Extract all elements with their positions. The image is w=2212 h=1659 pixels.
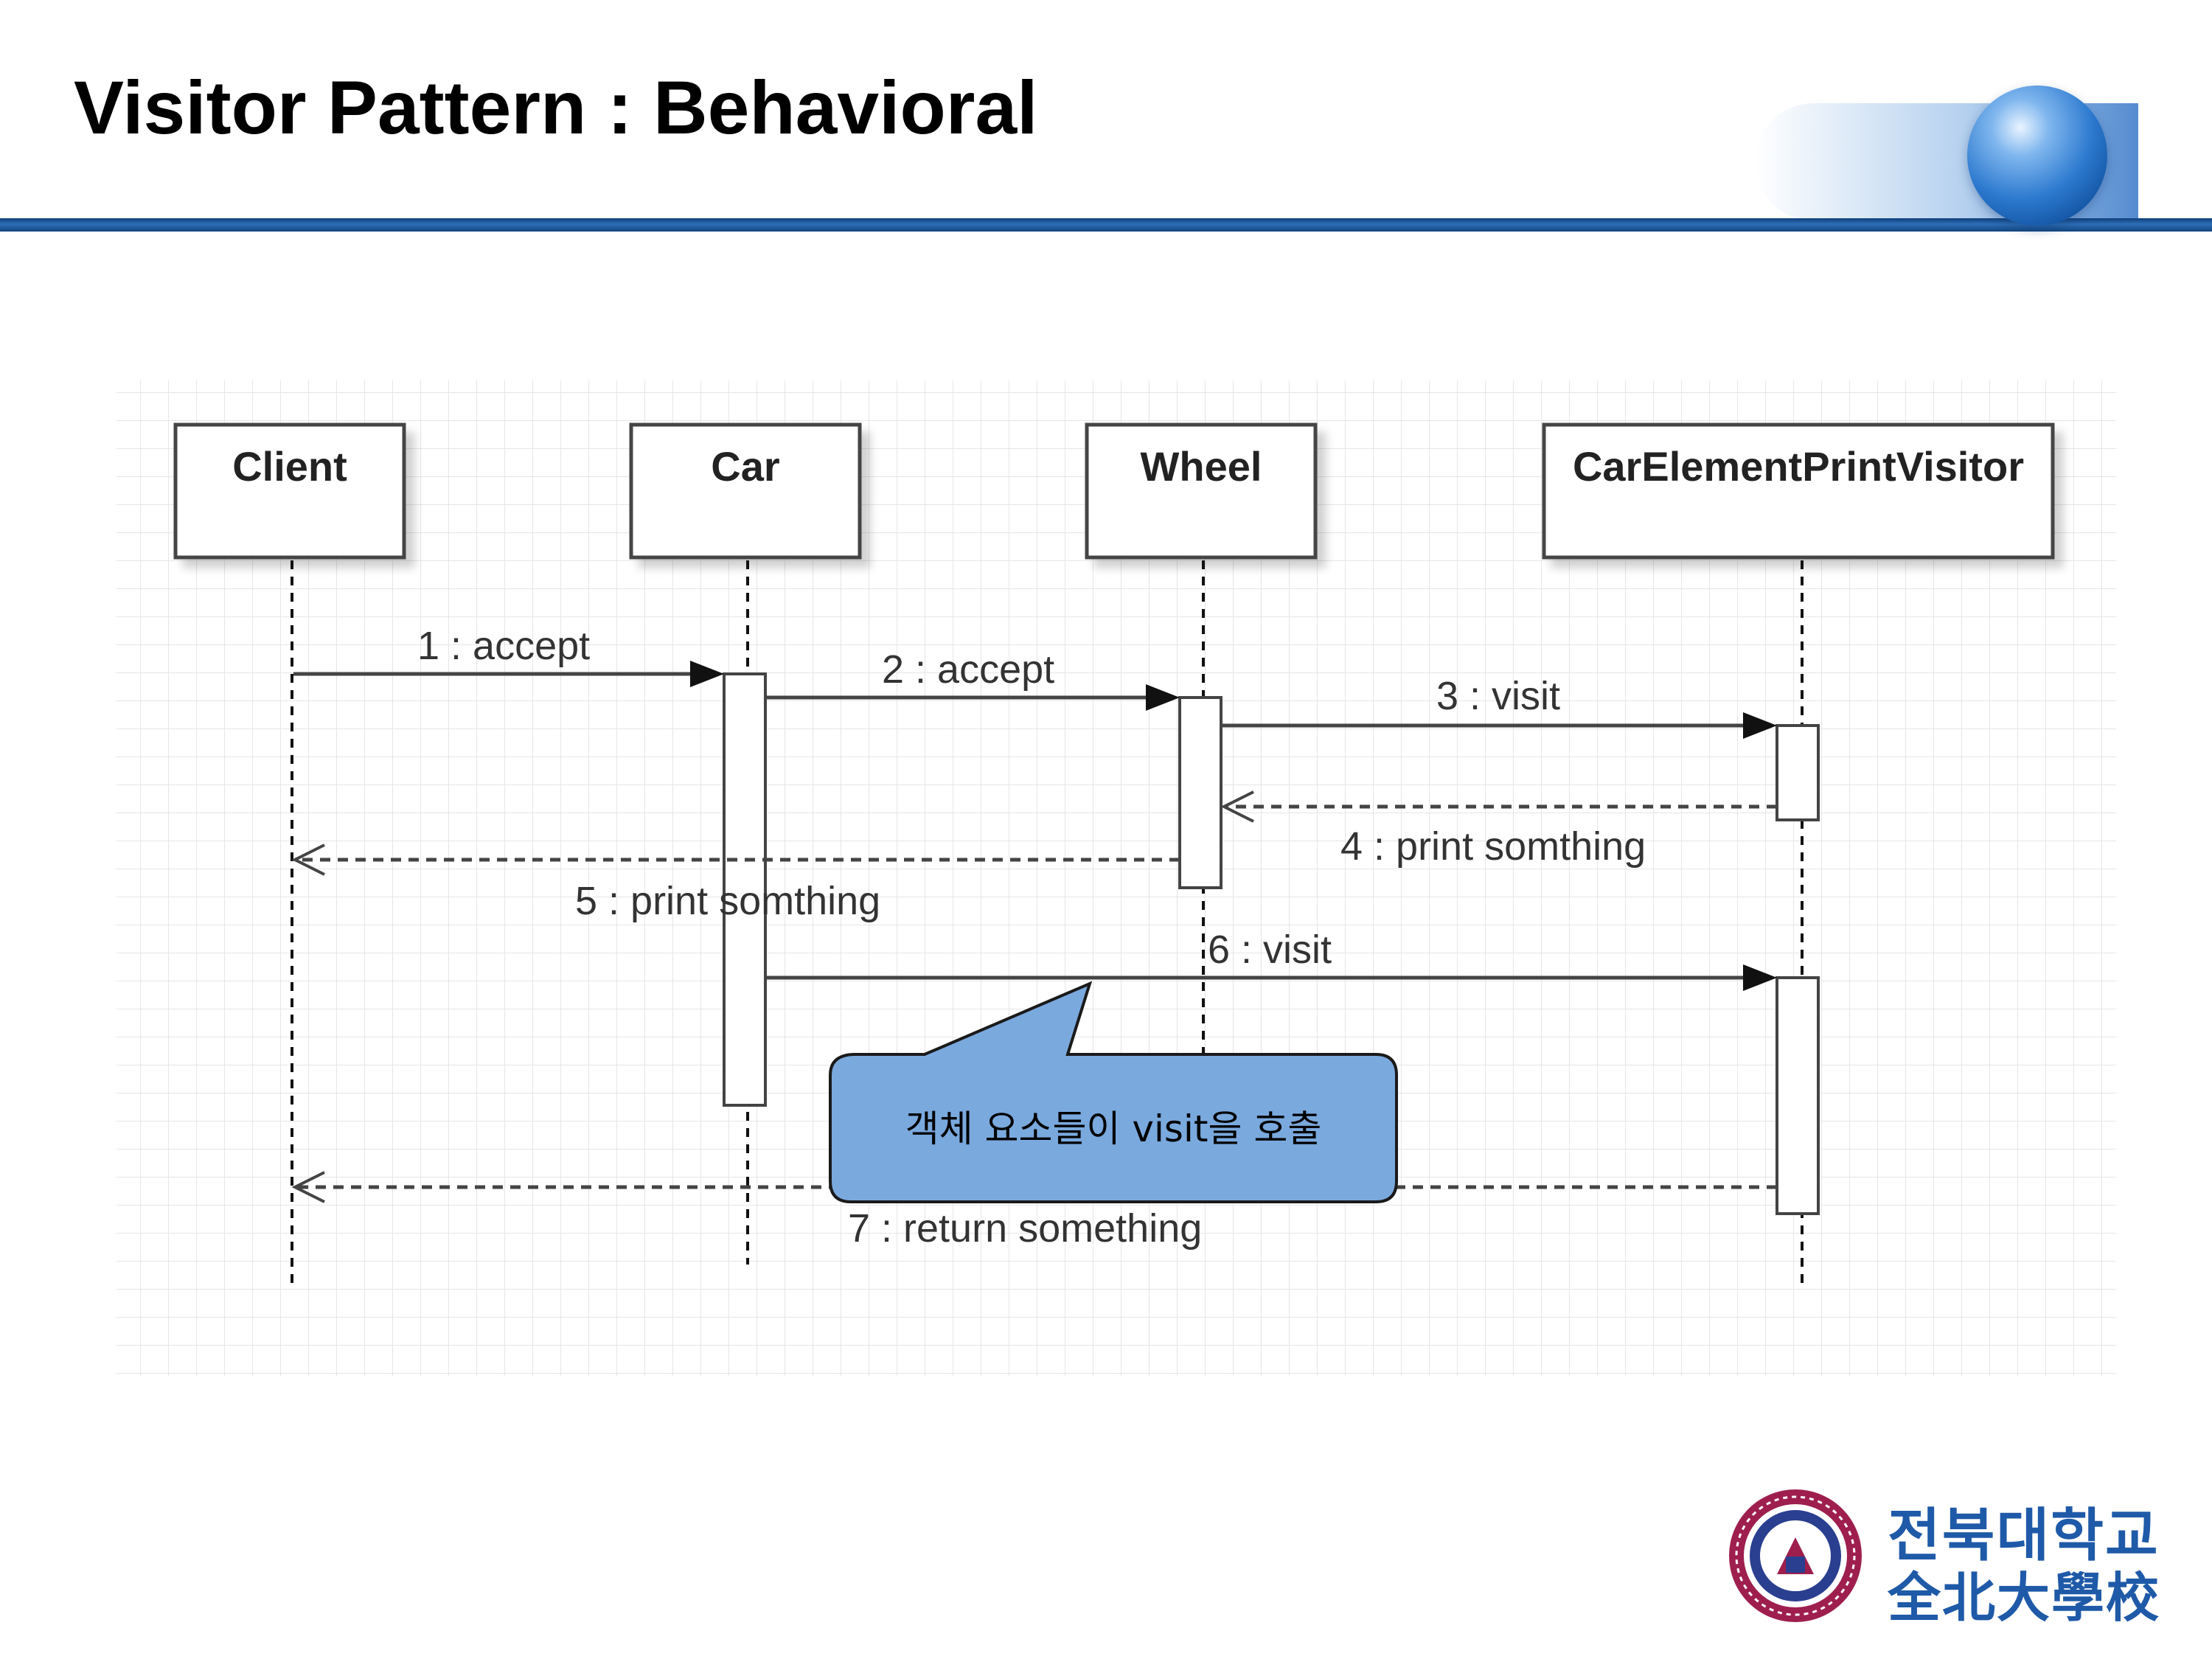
message-label: 5 : print somthing	[575, 879, 880, 923]
message-6: 6 : visit	[765, 928, 1777, 991]
open-arrowhead-icon	[1220, 790, 1254, 823]
actor-client: Client	[173, 422, 406, 560]
message-1: 1 : accept	[293, 624, 724, 687]
actor-label: Car	[711, 443, 779, 490]
message-label: 7 : return something	[848, 1206, 1202, 1251]
open-arrowhead-icon	[291, 1171, 325, 1203]
actor-box	[629, 422, 862, 560]
message-2: 2 : accept	[765, 647, 1180, 711]
message-label: 1 : accept	[417, 624, 590, 668]
activation-bar-wheel	[1178, 696, 1222, 889]
actor-box	[1085, 422, 1318, 560]
filled-arrowhead-icon	[1743, 964, 1777, 991]
sphere-decoration-icon	[1967, 86, 2107, 226]
actor-box	[1542, 422, 2055, 560]
slide-title: Visitor Pattern : Behavioral	[74, 66, 1038, 150]
message-4: 4 : print somthing	[1220, 790, 1777, 869]
actor-label: Wheel	[1141, 443, 1262, 490]
message-3: 3 : visit	[1221, 674, 1777, 739]
actor-car: Car	[629, 422, 862, 560]
message-label: 2 : accept	[882, 647, 1054, 692]
actor-box	[173, 422, 406, 560]
callout-text: 객체 요소들이 visit을 호출	[905, 1107, 1322, 1150]
message-label: 3 : visit	[1436, 674, 1560, 718]
university-name-korean: 전북대학교	[1888, 1503, 2160, 1569]
message-label: 6 : visit	[1208, 928, 1332, 972]
university-name-hanja: 全北大學校	[1888, 1567, 2161, 1629]
activation-bar-visitor	[1775, 724, 1820, 821]
actor-visitor: CarElementPrintVisitor	[1542, 422, 2055, 560]
activation-bar-visitor	[1775, 976, 1820, 1215]
university-emblem-icon	[1729, 1489, 1862, 1622]
open-arrowhead-icon	[291, 844, 325, 876]
university-logo: 전북대학교 全北大學校	[1725, 1482, 2197, 1630]
callout-bubble: 객체 요소들이 visit을 호출	[829, 981, 1398, 1203]
message-label: 4 : print somthing	[1340, 824, 1646, 869]
activation-bar-car	[723, 672, 767, 1107]
filled-arrowhead-icon	[690, 661, 724, 687]
message-7: 7 : return something	[291, 1171, 1777, 1251]
callout-shape	[829, 981, 1398, 1203]
filled-arrowhead-icon	[1146, 684, 1180, 711]
actor-wheel: Wheel	[1085, 422, 1318, 560]
actor-label: CarElementPrintVisitor	[1573, 443, 2024, 490]
header-divider-bar	[0, 218, 2212, 232]
filled-arrowhead-icon	[1743, 712, 1777, 739]
message-5: 5 : print somthing	[291, 844, 1180, 923]
actor-label: Client	[232, 443, 347, 490]
